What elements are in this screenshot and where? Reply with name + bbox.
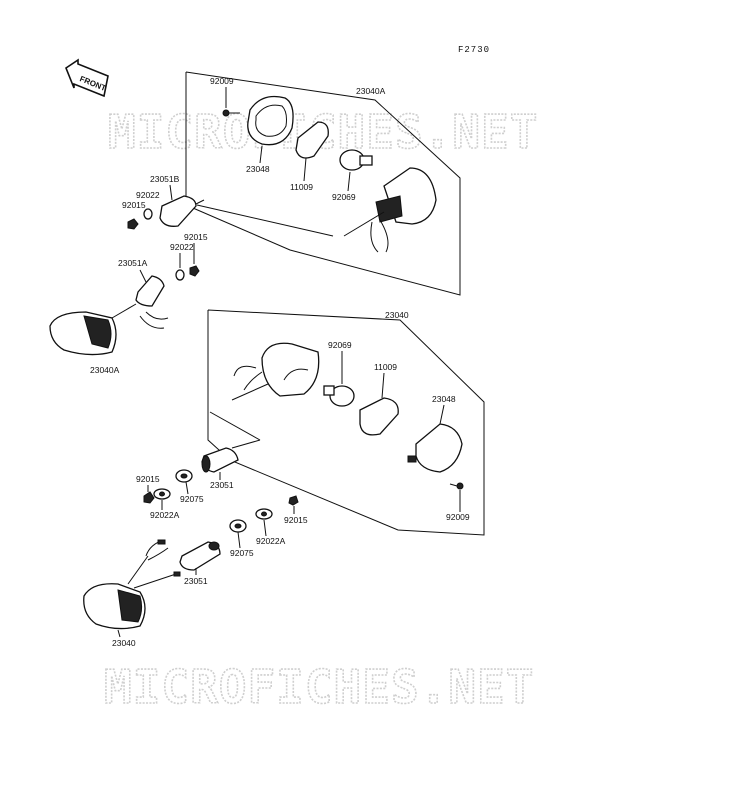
front-arrow-icon: FRONT (65, 58, 109, 98)
label-92009-lower: 92009 (446, 512, 470, 522)
leader-upper-stem (196, 204, 334, 237)
label-23040-bottom: 23040 (112, 638, 136, 648)
leader-23040-bottom (117, 629, 121, 638)
leader-92069-upper (347, 171, 351, 192)
grommet-23051B (159, 195, 205, 227)
housing-23040A-left (49, 303, 169, 356)
nut-92015-mid (189, 265, 200, 277)
label-92075-right: 92075 (230, 548, 254, 558)
nut-92015-left (127, 218, 139, 230)
label-92015-right: 92015 (284, 515, 308, 525)
leader-23051B (169, 184, 173, 201)
label-23040A-left: 23040A (90, 365, 120, 375)
label-11009-lower: 11009 (374, 362, 397, 372)
leader-lower-stem-b (231, 439, 261, 449)
label-92015-mid: 92015 (184, 232, 208, 242)
plate-92075-center (175, 469, 193, 483)
label-23051-bottom: 23051 (184, 576, 208, 586)
figure-code: F2730 (458, 45, 490, 55)
watermark-bottom: MICROFICHES.NET (104, 660, 534, 714)
screw-92009-upper (222, 109, 240, 117)
label-92069-upper: 92069 (332, 192, 356, 202)
washer-92022A-center (153, 488, 171, 500)
leader-92022A-right (263, 519, 267, 537)
leader-23048-lower (439, 404, 445, 425)
label-23051B: 23051B (150, 174, 180, 184)
label-23051-center: 23051 (210, 480, 234, 490)
gasket-11009-upper (295, 121, 329, 159)
label-23048-lower: 23048 (432, 394, 456, 404)
label-23040A-upper: 23040A (356, 86, 386, 96)
grommet-23051A (135, 275, 165, 307)
leader-23051A (139, 269, 147, 283)
label-23051A: 23051A (118, 258, 148, 268)
nut-92015-right (288, 495, 299, 506)
leader-92075-center (185, 481, 189, 495)
label-92015-left: 92015 (122, 200, 146, 210)
washer-92022A-right (255, 508, 273, 520)
plate-92075-right (229, 519, 247, 533)
label-92022A-center: 92022A (150, 510, 180, 520)
gasket-11009-lower (359, 397, 399, 436)
leader-11009-upper (303, 157, 307, 182)
bulb-92069-upper (339, 149, 373, 171)
screw-92009-lower (449, 482, 464, 490)
label-92009-upper: 92009 (210, 76, 234, 86)
housing-23040-lower (231, 342, 320, 401)
housing-23040-bottom (83, 539, 181, 630)
label-92075-center: 92075 (180, 494, 204, 504)
label-92069-lower: 92069 (328, 340, 352, 350)
lens-23048-lower (407, 423, 463, 473)
label-92022A-right: 92022A (256, 536, 286, 546)
grommet-23051-center (201, 447, 239, 473)
leader-lower-stem (209, 411, 261, 441)
label-11009-upper: 11009 (290, 182, 313, 192)
washer-92022-mid (175, 269, 185, 281)
label-92015-center: 92015 (136, 474, 160, 484)
label-92022-mid: 92022 (170, 242, 194, 252)
grommet-23051-bottom (179, 541, 221, 571)
leader-92075-right (237, 531, 241, 549)
leader-11009-lower (381, 372, 385, 399)
label-23048-upper: 23048 (246, 164, 270, 174)
label-23040-lower: 23040 (385, 310, 409, 320)
kit-outline-lower (207, 309, 485, 536)
nut-92015-center (143, 491, 155, 504)
housing-23040A-upper (343, 167, 437, 253)
leader-23048-upper (259, 145, 263, 164)
label-92022-left: 92022 (136, 190, 160, 200)
bulb-92069-lower (323, 385, 355, 407)
washer-92022-left (143, 208, 153, 220)
lens-23048-upper (247, 95, 294, 146)
